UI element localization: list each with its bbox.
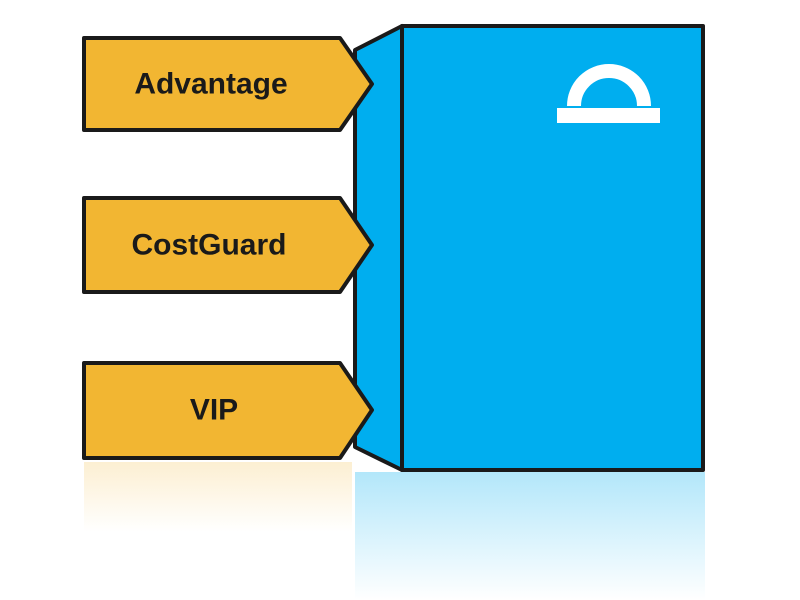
tab-costguard[interactable]: CostGuard [82,196,374,294]
tab-advantage[interactable]: Advantage [82,36,374,132]
tab-shape [82,361,374,460]
arch-bar-logo-icon [557,64,660,123]
logo-arch [567,64,651,107]
logo-bar [557,108,660,123]
box-front-face [400,24,705,472]
tab-shape [82,196,374,294]
box-reflection [355,472,705,600]
tab-label: Advantage [134,68,287,101]
tab-reflection [84,462,352,532]
tab-label: CostGuard [131,229,286,262]
tab-label: VIP [190,394,238,427]
tab-shape [82,36,374,132]
tab-vip[interactable]: VIP [82,361,374,460]
